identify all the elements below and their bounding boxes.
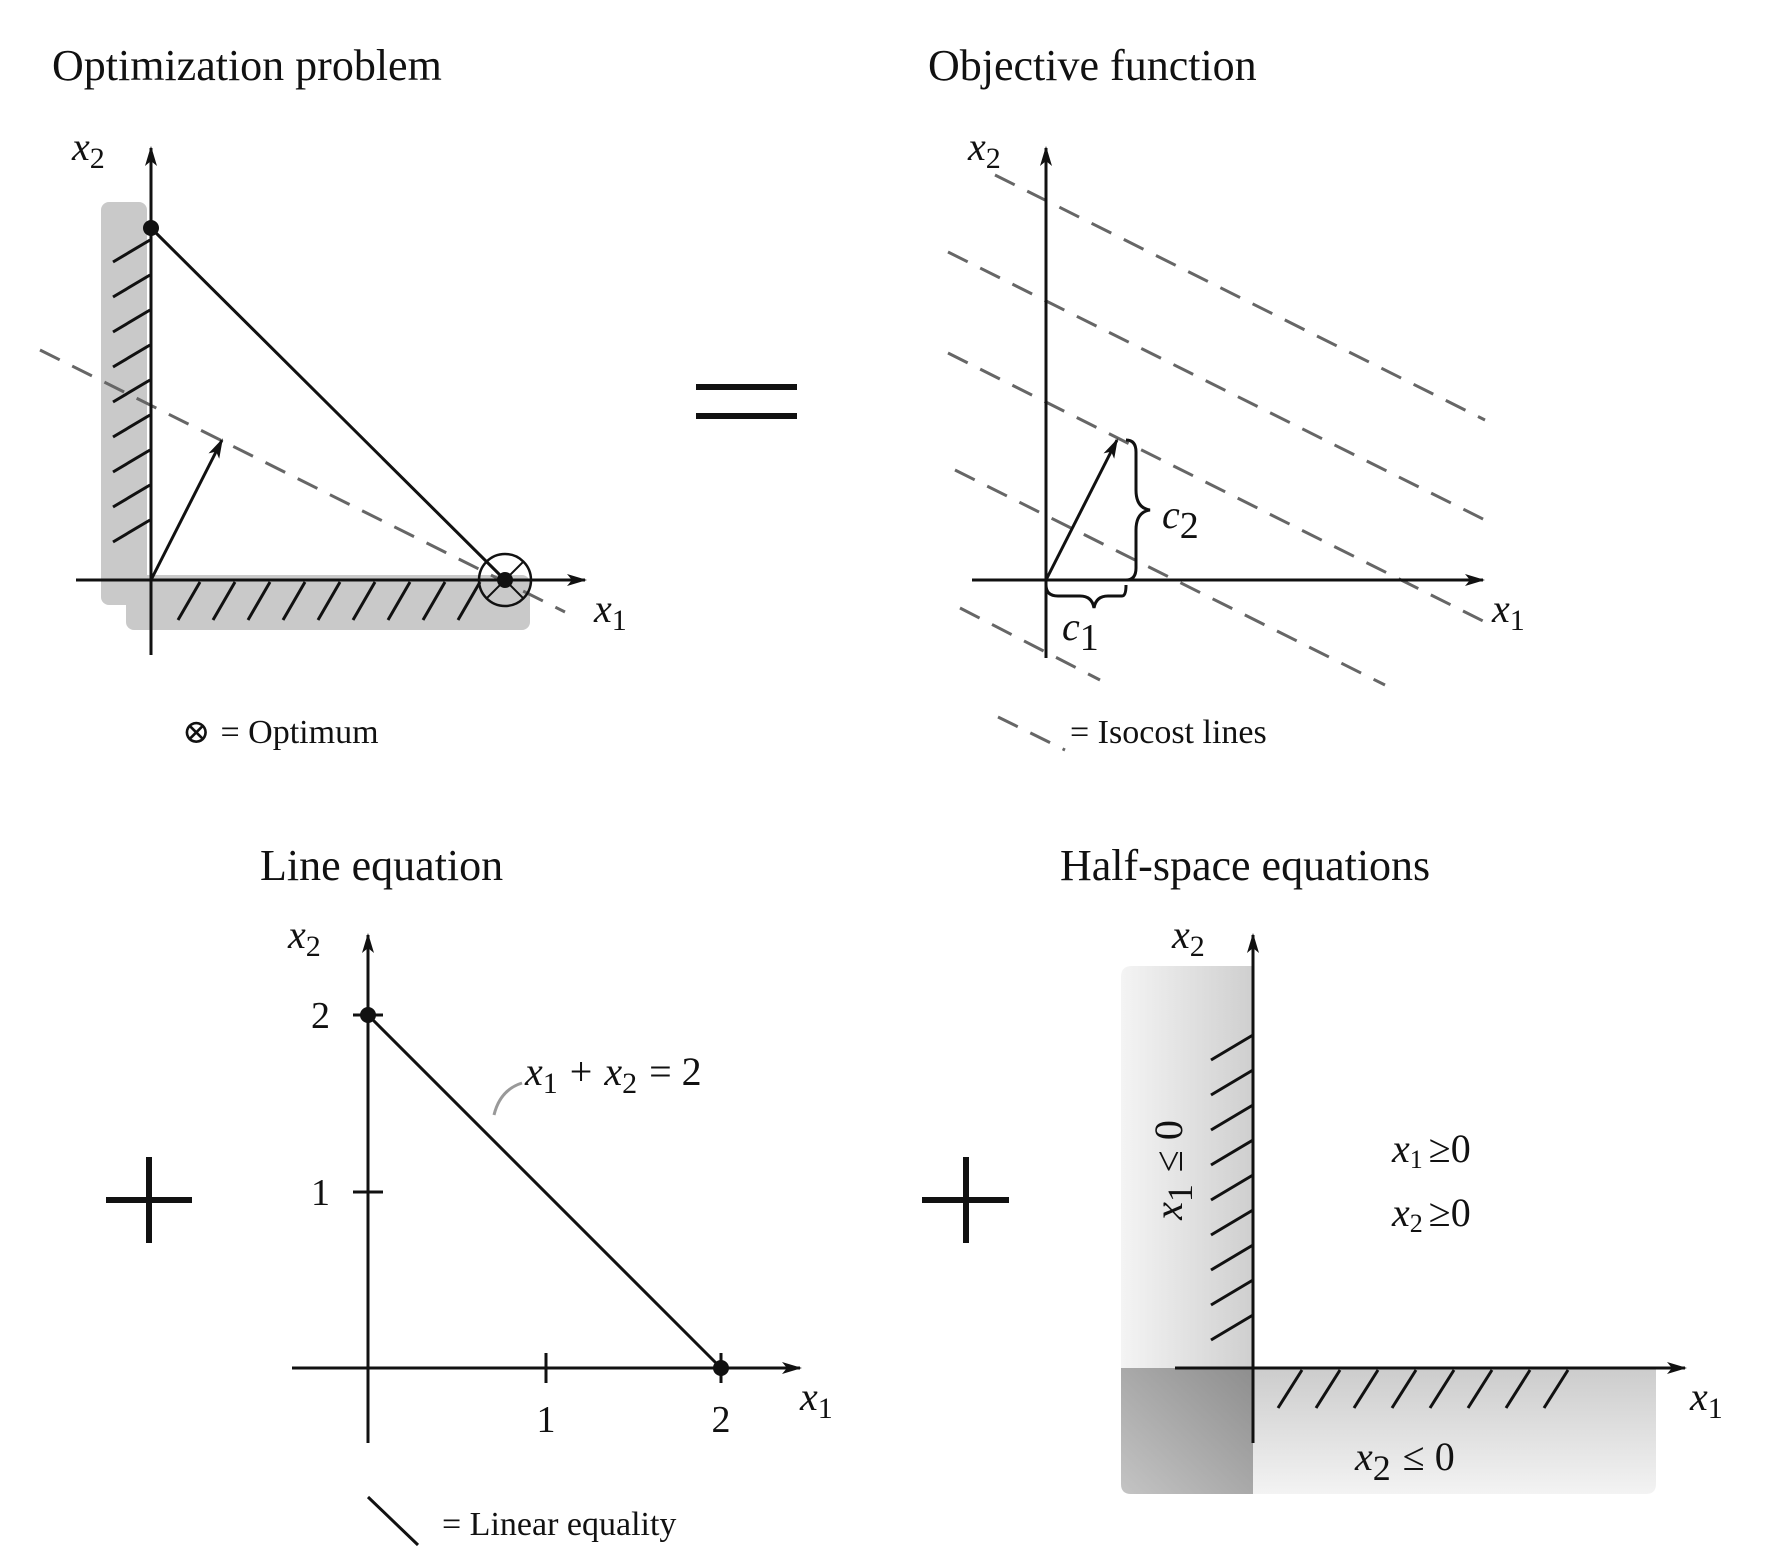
x-tick-label: 2 xyxy=(712,1399,731,1441)
equals-operator xyxy=(696,384,797,419)
isocost-lines xyxy=(947,173,1486,752)
optimum-legend: ⊗= Optimum xyxy=(182,714,379,751)
x2-nonpositive-label: x2≤ 0 xyxy=(1354,1434,1455,1488)
equality-legend: = Linear equality xyxy=(442,1506,676,1543)
panel-title: Line equation xyxy=(260,841,503,890)
legend-line-sample xyxy=(366,1495,420,1547)
hatch-marks-vertical xyxy=(112,238,151,544)
optimum-marker xyxy=(477,552,533,608)
intercept-point xyxy=(713,1360,729,1376)
x1-axis-label: x1 xyxy=(799,1374,833,1425)
panel-objective: Objective function c2 c1 x1 x2 = Isocost… xyxy=(928,41,1525,752)
c1-label: c1 xyxy=(1062,604,1099,659)
equality-line xyxy=(366,1013,723,1370)
intercept-point xyxy=(360,1007,376,1023)
region-x2-nonpositive xyxy=(1253,1368,1656,1494)
isocost-line xyxy=(39,348,566,614)
c1-brace xyxy=(1044,584,1128,609)
hatch-marks-horizontal xyxy=(1276,1369,1570,1409)
cost-vector xyxy=(1044,438,1119,581)
y-tick-label: 1 xyxy=(311,1172,330,1214)
c2-brace xyxy=(1125,438,1151,582)
line-equation-label: x1+x2= 2 xyxy=(524,1049,702,1100)
vertex-point xyxy=(143,220,159,236)
x1-nonpositive-label: x1≤ 0 xyxy=(1146,1120,1200,1221)
panel-halfspace: Half-space equations xyxy=(1060,841,1723,1494)
cost-vector xyxy=(149,438,224,581)
c2-label: c2 xyxy=(1162,492,1199,547)
x2-axis-label: x2 xyxy=(967,124,1001,175)
region-overlap xyxy=(1121,1368,1253,1494)
optimum-legend-symbol: ⊗ xyxy=(182,714,211,751)
plus-operator xyxy=(922,1157,1009,1243)
x1-axis-label: x1 xyxy=(593,586,627,637)
panel-title: Half-space equations xyxy=(1060,841,1430,890)
x1-axis-label: x1 xyxy=(1689,1374,1723,1425)
x2-axis-label: x2 xyxy=(287,912,321,963)
hatch-marks-horizontal xyxy=(176,581,482,621)
hatch-marks-vertical xyxy=(1210,1033,1254,1342)
isocost-legend: = Isocost lines xyxy=(1070,714,1267,751)
x2-nonnegative-label: x2≥0 xyxy=(1391,1190,1471,1238)
plus-operator xyxy=(106,1157,192,1243)
panel-title: Optimization problem xyxy=(52,41,442,90)
panel-line: Line equation 1 2 1 2 x1+x2= 2 x1 x2 = L… xyxy=(260,841,833,1547)
feasible-segment xyxy=(149,226,507,582)
x2-axis-label: x2 xyxy=(71,124,105,175)
x2-axis-label: x2 xyxy=(1171,912,1205,963)
x-tick-label: 1 xyxy=(537,1399,556,1441)
panel-optimization: Optimization problem xyxy=(39,41,627,751)
region-x1-nonpositive xyxy=(1121,966,1253,1368)
panel-title: Objective function xyxy=(928,41,1257,90)
equation-leader xyxy=(492,1081,523,1116)
y-tick-label: 2 xyxy=(311,995,330,1037)
x1-axis-label: x1 xyxy=(1491,586,1525,637)
constraint-region-x1 xyxy=(101,202,147,605)
x1-nonnegative-label: x1≥0 xyxy=(1391,1126,1471,1174)
